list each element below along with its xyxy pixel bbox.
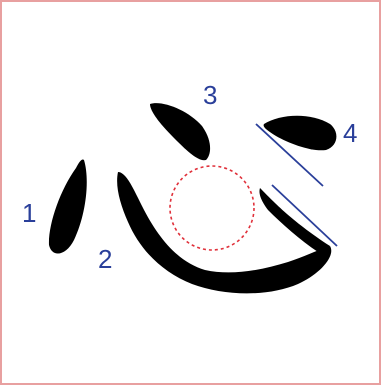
stroke-label-3: 3 <box>203 80 217 110</box>
center-guide-circle <box>170 166 254 250</box>
stroke-4-right-dot <box>264 116 337 151</box>
stroke-label-4: 4 <box>343 118 357 148</box>
stroke-label-2: 2 <box>98 244 112 274</box>
stroke-3-middle-dot <box>150 103 210 160</box>
stroke-1-left-dot <box>49 159 87 253</box>
stroke-2-hook-tip <box>259 188 330 252</box>
stroke-label-1: 1 <box>22 198 36 228</box>
